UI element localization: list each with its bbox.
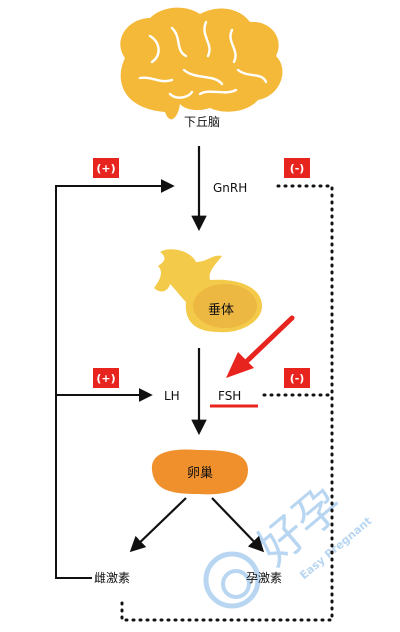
lh-positive-badge: (+) <box>93 368 119 388</box>
estrogen-label: 雌激素 <box>94 570 130 585</box>
gnrh-label: GnRH <box>213 181 247 195</box>
gnrh-negative-badge: (-) <box>284 158 310 178</box>
svg-text:(-): (-) <box>290 162 305 175</box>
lh-label: LH <box>164 389 180 403</box>
pituitary-label: 垂体 <box>208 303 234 318</box>
negative-feedback-loop <box>120 184 334 622</box>
fsh-pointer-arrow <box>226 315 295 378</box>
watermark-logo-icon <box>203 551 261 609</box>
positive-feedback-loop <box>55 179 175 579</box>
svg-text:(+): (+) <box>96 372 115 385</box>
ovary-label: 卵巢 <box>187 466 213 481</box>
ovary-icon <box>151 449 248 495</box>
hypothalamus-label: 下丘脑 <box>184 115 220 129</box>
progesterone-label: 孕激素 <box>246 571 282 585</box>
fsh-negative-badge: (-) <box>284 368 310 388</box>
pituitary-gland-icon <box>154 249 262 333</box>
fsh-label: FSH <box>218 389 241 403</box>
watermark: 好孕 Easy Pregnant <box>203 475 374 609</box>
brain-icon <box>120 7 283 120</box>
ovary-to-progesterone-arrow <box>211 497 265 553</box>
watermark-cn: 好孕 <box>247 475 352 576</box>
svg-text:(+): (+) <box>96 162 115 175</box>
gnrh-positive-badge: (+) <box>93 158 119 178</box>
ovary-to-estrogen-arrow <box>129 497 187 553</box>
svg-text:(-): (-) <box>290 372 305 385</box>
